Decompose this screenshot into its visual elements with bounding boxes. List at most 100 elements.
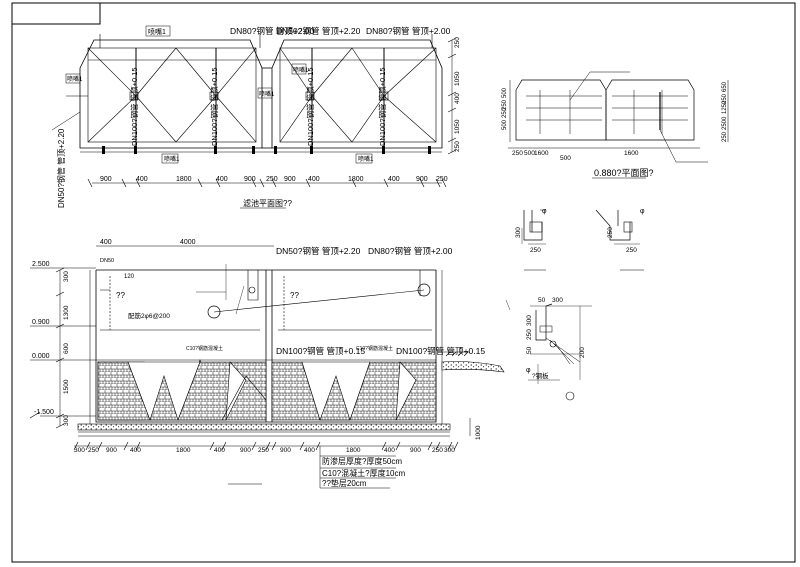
section-dim-left-label: 1300 bbox=[63, 305, 70, 320]
plan-dim-bottom-label: 250 bbox=[266, 176, 278, 183]
plan-tag-2: 喷嘴1 bbox=[259, 90, 275, 98]
small-plan-dim-left-label: 250 bbox=[502, 107, 508, 118]
plan-dim-bottom-label: 250 bbox=[436, 176, 448, 183]
section-dim-bottom-label: 1800 bbox=[176, 447, 191, 454]
detail-b-phi: φ bbox=[640, 208, 645, 215]
detail-b-dim-h: 250 bbox=[626, 247, 637, 254]
dim-tick bbox=[447, 107, 457, 113]
plan-dim-right-label: 250 bbox=[454, 37, 461, 48]
plan-dim-bottom-label: 400 bbox=[388, 176, 400, 183]
detail-c bbox=[505, 299, 592, 401]
section-note-6: DN50 bbox=[100, 258, 114, 264]
detail-c-dim-right: 200 bbox=[579, 347, 586, 358]
detail-c-dim-left-3: 50 bbox=[526, 346, 533, 354]
small-plan-dim-bottom-label: 500 bbox=[560, 155, 571, 162]
section-view bbox=[89, 264, 443, 426]
section-note-5: C10?钢筋混凝土 bbox=[356, 345, 393, 352]
section-dim-top-2: 4000 bbox=[180, 239, 196, 246]
plan-tag-6: 喷嘴1 bbox=[67, 75, 83, 83]
hopper-hatch bbox=[97, 359, 437, 421]
small-plan-dim-right-label: 250 bbox=[722, 93, 728, 104]
section-dim-right: 1000 bbox=[475, 425, 482, 440]
small-plan-dim-bottom-label: 500 bbox=[524, 150, 535, 157]
detail-c-label: ?钢板 bbox=[532, 371, 549, 380]
small-plan-dim-left-label: 500 bbox=[502, 119, 508, 130]
dim-tick bbox=[87, 178, 93, 188]
plan-pipe-label-left: DN50?钢管 管顶+2.20 bbox=[56, 128, 66, 208]
plan-dimension-ticks bbox=[87, 178, 447, 188]
section-dim-left-label: 600 bbox=[63, 343, 70, 354]
plan-pipe-v3: DN100?钢管 管顶+0.15 bbox=[305, 67, 315, 146]
legend-line-3: ??垫层20cm bbox=[322, 478, 367, 488]
section-note-2: ?? bbox=[290, 291, 299, 300]
plan-dim-bottom-label: 900 bbox=[284, 176, 296, 183]
plan-pipe-v1: DN100?钢管 管顶+0.15 bbox=[129, 67, 139, 146]
section-note-1: ?? bbox=[116, 291, 125, 300]
plan-pipe-v2: DN100?钢管 管顶+0.15 bbox=[209, 67, 219, 146]
section-dim-bottom-label: 250 bbox=[258, 447, 269, 454]
section-pipe-label-2: DN80?钢管 管顶+2.00 bbox=[368, 246, 453, 256]
detail-b bbox=[595, 209, 644, 271]
dim-tick bbox=[383, 178, 389, 188]
section-dim-bottom-label: 400 bbox=[214, 447, 225, 454]
dim-tick bbox=[453, 441, 459, 451]
elevation-bottom: -1.500 bbox=[34, 409, 54, 416]
section-dim-bottom-label: 250 bbox=[88, 447, 99, 454]
plan-dim-bottom-label: 400 bbox=[216, 176, 228, 183]
dim-tick bbox=[441, 178, 447, 188]
section-note-7: 120 bbox=[124, 274, 135, 280]
detail-c-dim-top-2: 300 bbox=[552, 297, 563, 304]
plan-pipe-label-2: DN50?钢管 管顶+2.20 bbox=[276, 26, 361, 36]
elevation-2: 0.900 bbox=[32, 319, 50, 326]
dim-tick bbox=[447, 53, 457, 59]
section-dim-left-label: 300 bbox=[63, 271, 70, 282]
dim-tick bbox=[305, 178, 311, 188]
section-dim-left-label: 300 bbox=[63, 415, 70, 426]
section-dim-bottom-label: 400 bbox=[304, 447, 315, 454]
small-plan-dim-bottom-label: 1600 bbox=[534, 150, 549, 157]
dim-tick bbox=[447, 91, 457, 97]
detail-c-dim-top-1: 50 bbox=[538, 297, 546, 304]
dim-tick bbox=[447, 137, 457, 143]
plan-dim-bottom-label: 1800 bbox=[176, 176, 192, 183]
dim-tick bbox=[419, 178, 425, 188]
small-plan-dim-right-label: 2500 bbox=[722, 116, 728, 130]
section-dim-bottom-label: 400 bbox=[384, 447, 395, 454]
section-dim-bottom-label: 1800 bbox=[346, 447, 361, 454]
plan-right-ticks bbox=[447, 37, 457, 155]
small-plan-dim-left-label: 250 bbox=[502, 99, 508, 110]
section-dim-bottom-label: 250 bbox=[432, 447, 443, 454]
section-dim-lines bbox=[59, 245, 471, 489]
small-plan-title: 0.880?平面图? bbox=[594, 168, 654, 178]
small-plan-dim-bottom-label: 250 bbox=[512, 150, 523, 157]
plan-view bbox=[51, 25, 453, 209]
detail-a-dim-v: 300 bbox=[515, 227, 522, 238]
section-dim-left-label: 1500 bbox=[63, 379, 70, 394]
plan-dim-right-label: 250 bbox=[454, 141, 461, 152]
dim-tick bbox=[259, 178, 265, 188]
legend-line-1: 防渗层厚度?厚度50cm bbox=[322, 456, 402, 466]
small-plan-dim-left-label: 500 bbox=[502, 87, 508, 98]
section-pipe-label-4: DN100?钢管 管顶+0.15 bbox=[396, 346, 485, 356]
plan-tag-3: 喷嘴1 bbox=[293, 66, 309, 74]
plan-dim-bottom-label: 400 bbox=[136, 176, 148, 183]
section-dim-bottom-label: 300 bbox=[74, 447, 85, 454]
dim-tick bbox=[351, 178, 357, 188]
plan-dim-bottom-label: 1800 bbox=[348, 176, 364, 183]
elevation-3: 0.000 bbox=[32, 353, 50, 360]
small-plan-dim-right-label: 1250 bbox=[722, 100, 728, 114]
dim-tick bbox=[215, 178, 221, 188]
plan-tag-4: 喷嘴1 bbox=[164, 155, 180, 163]
plan-dim-bottom-label: 900 bbox=[244, 176, 256, 183]
plan-title: 滤池平面图?? bbox=[243, 198, 292, 208]
detail-c-dim-left-2: 250 bbox=[526, 329, 533, 340]
plan-pipe-v4: DN100?钢管 管顶+0.15 bbox=[377, 67, 387, 146]
section-dim-top-1: 400 bbox=[100, 239, 112, 246]
section-pipe-label-3: DN100?钢管 管顶+0.15 bbox=[276, 346, 365, 356]
